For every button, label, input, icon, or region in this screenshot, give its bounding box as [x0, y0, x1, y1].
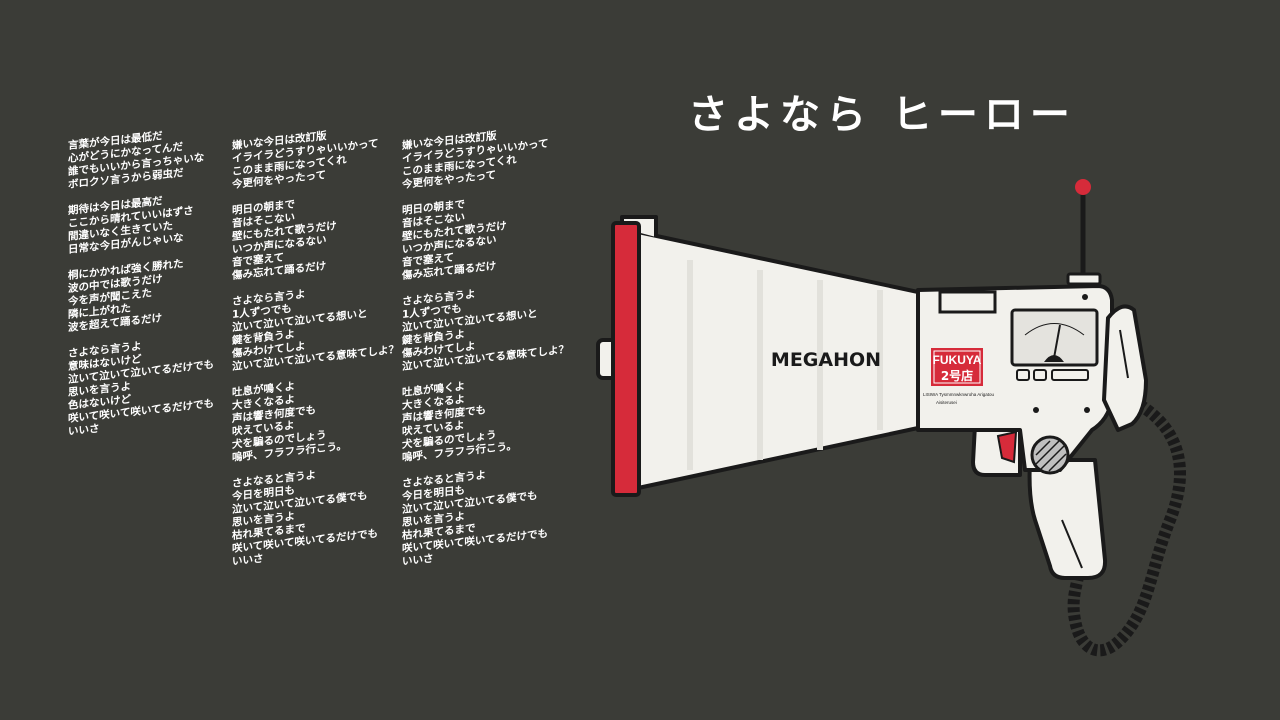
lyrics-stanza: 吐息が鳴くよ大きくなるよ声は響き何度でも吠えているよ犬を騙るのでしょう嗚呼、フラ…: [232, 369, 399, 465]
trigger: [996, 430, 1018, 464]
page-title: さよなら ヒーロー: [688, 92, 1076, 138]
top-plate: [938, 290, 997, 314]
speaker-grille: [1030, 435, 1070, 475]
badge-inner-border: [933, 350, 981, 384]
horn-texture: [687, 260, 883, 470]
meter-needle: [1053, 324, 1061, 359]
side-rail: [1102, 304, 1148, 432]
lyrics-stanza: さよなると言うよ今日を明日も泣いて泣いて泣いてる僕でも思いを言うよ枯れ果てるまで…: [402, 460, 569, 569]
meter-pivot: [1044, 355, 1064, 362]
meter-scale: [1024, 323, 1085, 336]
lyrics-column-1: 言葉が今日は最低だ心がどうにかなってんだ誰でもいいから言っちゃいなボロクソ言うか…: [68, 125, 214, 452]
antenna-base: [1066, 272, 1102, 286]
screw: [1082, 294, 1088, 300]
badge-line-1: FUKUYA: [933, 353, 982, 367]
mode-button-1[interactable]: [1016, 369, 1030, 381]
fine-print-2: Aisiterusei: [936, 400, 957, 405]
lyrics-stanza: さよなると言うよ今日を明日も泣いて泣いて泣いてる僕でも思いを言うよ枯れ果てるまで…: [232, 460, 399, 569]
lyrics-stanza: 嫌いな今日は改訂版イライラどうすりゃいいかってこのまま雨になってくれ今更何をやっ…: [232, 122, 399, 192]
meter-frame: [1010, 308, 1099, 367]
fine-print-1: LISIWA Tysmmnwknwroha Arigatou: [923, 392, 995, 397]
mode-button-2[interactable]: [1033, 369, 1047, 381]
antenna-tip: [1075, 179, 1091, 195]
coiled-cord: [1067, 399, 1186, 657]
lyrics-stanza: 吐息が鳴くよ大きくなるよ声は響き何度でも吠えているよ犬を騙るのでしょう嗚呼、フラ…: [402, 369, 569, 465]
megaphone-label: MEGAHON: [771, 349, 881, 371]
handle-grip: [1027, 458, 1108, 580]
screw: [1033, 407, 1039, 413]
grip-groove: [1061, 519, 1083, 569]
brand-badge: [931, 348, 983, 386]
lyrics-stanza: 言葉が今日は最低だ心がどうにかなってんだ誰でもいいから言っちゃいなボロクソ言うか…: [68, 125, 214, 192]
screw: [1084, 407, 1090, 413]
lyrics-column-2: 嫌いな今日は改訂版イライラどうすりゃいいかってこのまま雨になってくれ今更何をやっ…: [232, 122, 399, 582]
lyrics-stanza: 桐にかかれば強く勝れた波の中では歌うだけ今を声が聞こえた隣に上がれた波を超えて踊…: [68, 255, 214, 335]
mode-button-3[interactable]: [1051, 369, 1089, 381]
horn-rim: [611, 221, 641, 497]
lyrics-stanza: さよなら言うよ意味はないけど泣いて泣いて泣いてるだけでも思いを言うよ色はないけど…: [68, 333, 214, 439]
lyrics-stanza: 期待は今日は最高だここから晴れていいはずさ間違いなく生きていた日常な今日がんじゃ…: [68, 190, 214, 257]
lyrics-stanza: 明日の朝まで音はそこない壁にもたれて歌うだけいつか声になるない音で塞えて傷み忘れ…: [232, 187, 399, 283]
rail-groove: [1119, 329, 1129, 379]
badge-line-2: 2号店: [941, 368, 973, 383]
megaphone-illustration: MEGAHON FUKUYA 2号店 LISIWA Tysmmnwknwroha…: [596, 179, 1186, 657]
lyrics-stanza: 嫌いな今日は改訂版イライラどうすりゃいいかってこのまま雨になってくれ今更何をやっ…: [402, 122, 569, 192]
lyrics-stanza: 明日の朝まで音はそこない壁にもたれて歌うだけいつか声になるない音で塞えて傷み忘れ…: [402, 187, 569, 283]
lyrics-column-3: 嫌いな今日は改訂版イライラどうすりゃいいかってこのまま雨になってくれ今更何をやっ…: [402, 122, 569, 582]
grille-lines: [1035, 440, 1067, 472]
